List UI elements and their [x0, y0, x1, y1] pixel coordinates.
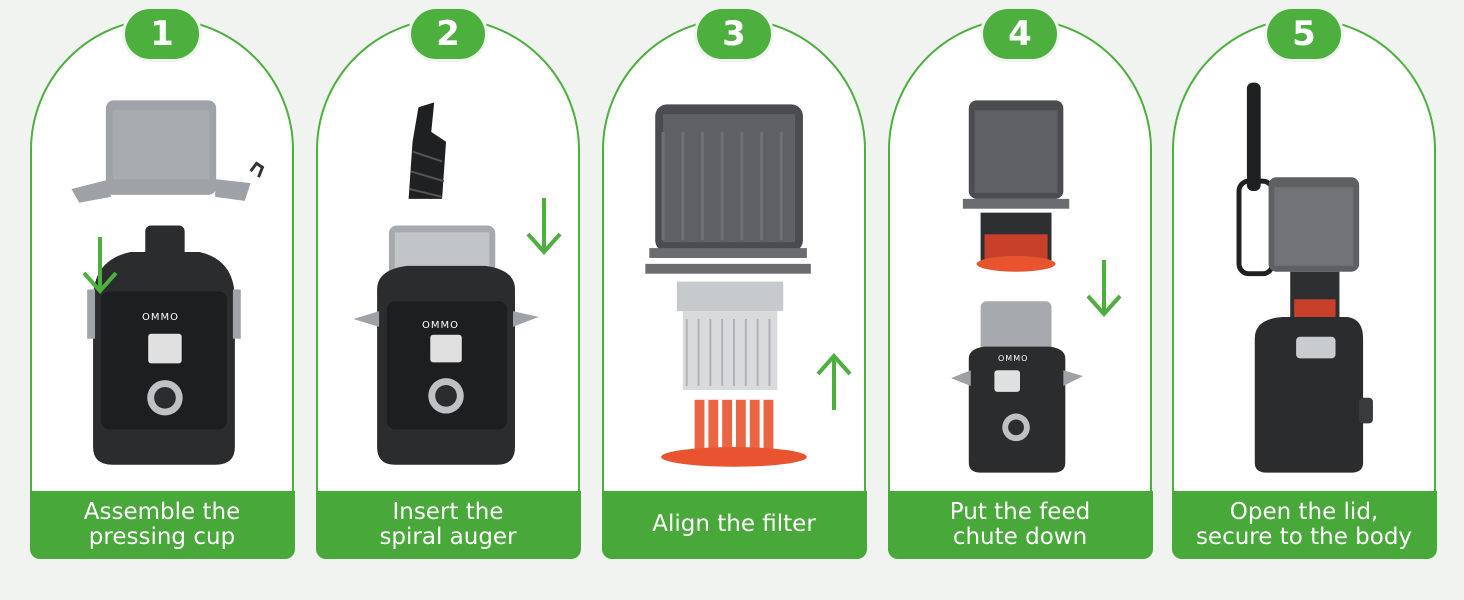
step-number-5: 5	[1267, 9, 1341, 59]
step-badge-1: 1	[122, 6, 202, 62]
step-card-4: 4 OMMO Put the feed chute down	[887, 6, 1153, 559]
juicer-side-view-image	[1254, 177, 1373, 473]
open-lid-image	[1236, 82, 1275, 277]
arrow-up-icon	[816, 352, 852, 410]
step-caption-3: Align the filter	[601, 490, 867, 559]
step-4-illustration	[951, 100, 1084, 473]
step-card-2: 2 OMMO Insert the spiral auger	[315, 6, 581, 559]
step-badge-3: 3	[694, 6, 774, 62]
brand-logo: OMMO	[142, 312, 179, 323]
step-badge-5: 5	[1264, 6, 1344, 62]
step-5-illustration	[1236, 82, 1373, 473]
filter-brush-image	[661, 399, 807, 467]
arrow-down-icon	[1086, 260, 1122, 318]
step-2-illustration	[353, 102, 539, 465]
step-caption-4: Put the feed chute down	[887, 490, 1153, 559]
step-number-3: 3	[697, 9, 771, 59]
juicer-body-image	[87, 225, 241, 465]
arrow-down-icon	[82, 237, 118, 295]
hopper-image	[645, 104, 811, 274]
step-3-illustration	[645, 104, 811, 467]
arrow-down-icon	[526, 198, 562, 256]
spiral-auger-image	[408, 102, 447, 199]
juicer-assembled-image	[951, 301, 1084, 473]
step-number-4: 4	[983, 9, 1057, 59]
brand-logo: OMMO	[998, 354, 1029, 363]
step-caption-1: Assemble the pressing cup	[29, 490, 295, 559]
juicer-with-cup-image	[353, 225, 539, 465]
filter-image	[676, 281, 784, 390]
step-number-2: 2	[411, 9, 485, 59]
step-card-5: 5 Open the lid, secure to the body	[1171, 6, 1437, 559]
step-caption-2: Insert the spiral auger	[315, 490, 581, 559]
brand-logo: OMMO	[422, 320, 459, 331]
step-badge-4: 4	[980, 6, 1060, 62]
step-number-1: 1	[125, 9, 199, 59]
step-1-illustration	[71, 100, 265, 465]
pressing-cup-image	[71, 100, 265, 203]
step-card-3: 3 Align the filter	[601, 6, 867, 559]
step-badge-2: 2	[408, 6, 488, 62]
step-caption-5: Open the lid, secure to the body	[1171, 490, 1437, 559]
step-card-1: 1 OMMO Assemble the pressing cup	[29, 6, 295, 559]
feed-chute-image	[962, 100, 1070, 272]
